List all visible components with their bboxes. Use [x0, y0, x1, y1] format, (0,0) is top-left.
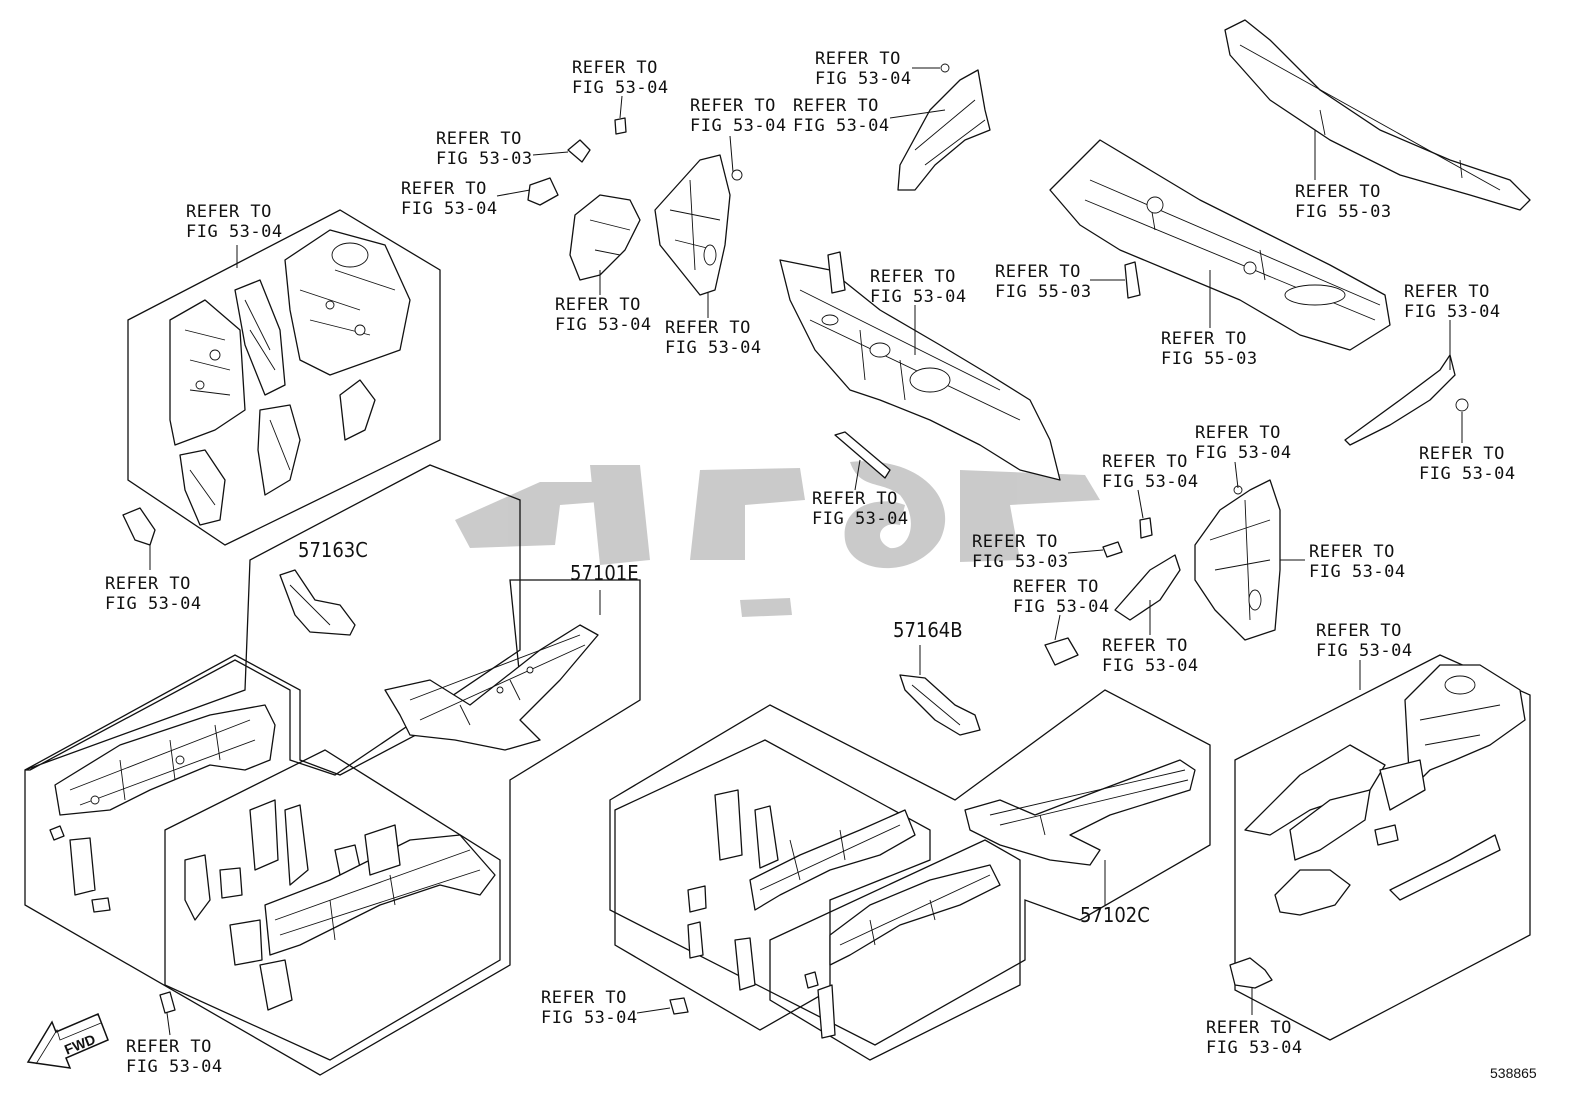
fwd-arrow-icon: FWD	[26, 1013, 109, 1069]
part-number-57102c: 57102C	[1080, 903, 1150, 927]
group-box-front-upper-left	[127, 209, 441, 546]
leader-lines	[149, 67, 1463, 1036]
part-number-57164b: 57164B	[893, 618, 963, 642]
diagram-number: 538865	[1490, 1065, 1537, 1081]
small-parts-right	[122, 261, 1469, 1015]
part-57163c	[279, 569, 356, 636]
small-parts-top	[527, 63, 991, 479]
watermark-logo	[455, 461, 1100, 617]
part-57164b	[899, 674, 981, 736]
part-number-57101e: 57101E	[570, 561, 639, 585]
dash-panel	[779, 251, 1061, 481]
part-number-57163c: 57163C	[298, 538, 368, 562]
group-box-57101e	[24, 464, 641, 1076]
group-box-front-upper-right	[1234, 654, 1531, 1041]
group-box-57102c	[609, 689, 1211, 1061]
part-numbers: 57163C 57101E 57164B 57102C	[298, 538, 1150, 927]
cowl-top	[1049, 19, 1531, 351]
